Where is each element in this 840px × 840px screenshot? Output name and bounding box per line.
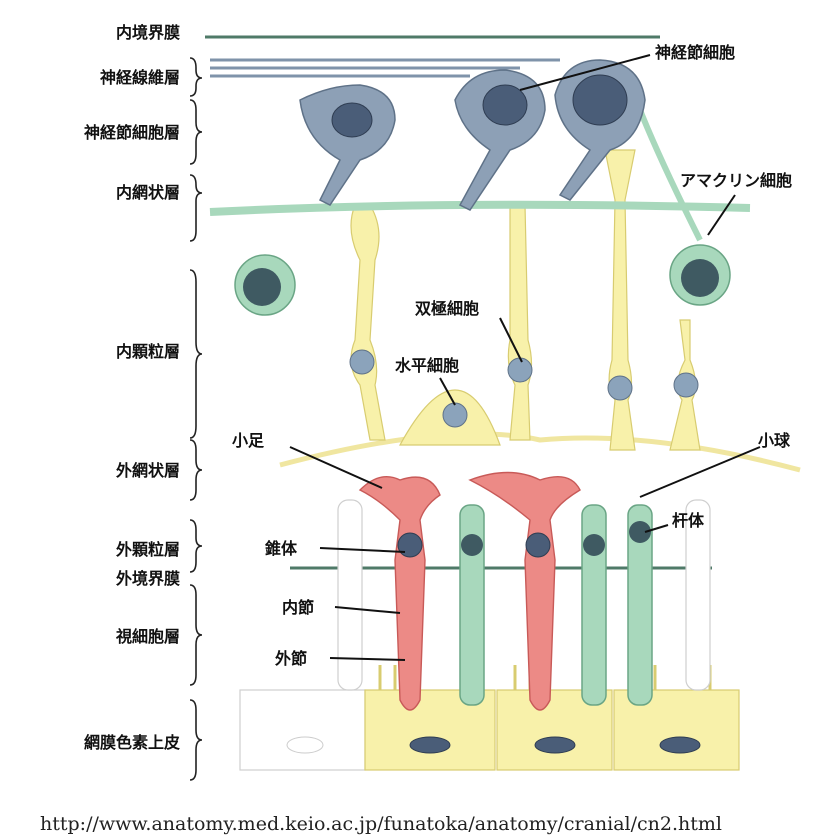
retinal-pigment-epithelium [239,665,740,771]
amacrine-cells [209,108,751,316]
layer-label: 視細胞層 [115,627,180,646]
leader-lines [289,54,761,661]
layer-label: 外顆粒層 [115,540,180,559]
ganglion-cells [299,59,646,211]
label-rod: 杆体 [672,511,705,530]
layer-label: 神経節細胞層 [84,123,180,142]
label-spherule: 小球 [758,431,791,450]
nerve-fibers [210,58,560,78]
layer-label: 網膜色素上皮 [84,733,180,752]
layer-label: 内網状層 [116,183,180,202]
source-url: http://www.anatomy.med.keio.ac.jp/funato… [40,813,722,835]
layer-label: 内境界膜 [116,23,180,42]
label-outer-segment: 外節 [274,649,307,668]
label-amacrine-cell: アマクリン細胞 [680,171,792,190]
label-horizontal-cell: 水平細胞 [395,356,459,375]
label-cone: 錐体 [265,539,298,558]
cell-labels: 神経節細胞 アマクリン細胞 双極細胞 水平細胞 小足 小球 杆体 錐体 内節 外… [232,43,792,668]
outer-plexiform-processes [279,431,801,473]
layer-label: 外網状層 [115,461,180,480]
layer-labels: 内境界膜 神経線維層 神経節細胞層 内網状層 内顆粒層 外網状層 外顆粒層 外境… [84,23,180,752]
layer-label: 外境界膜 [115,569,180,588]
label-inner-segment: 内節 [282,598,314,617]
layer-label: 神経線維層 [100,68,180,87]
layer-braces [189,57,203,781]
bipolar-cells [349,149,701,451]
label-bipolar-cell: 双極細胞 [415,299,479,318]
label-pedicle: 小足 [232,431,265,450]
label-ganglion-cell: 神経節細胞 [655,43,735,62]
ghost-photoreceptors [337,499,711,691]
rod-cells [459,504,653,706]
horizontal-cell [398,389,501,446]
layer-label: 内顆粒層 [116,342,180,361]
